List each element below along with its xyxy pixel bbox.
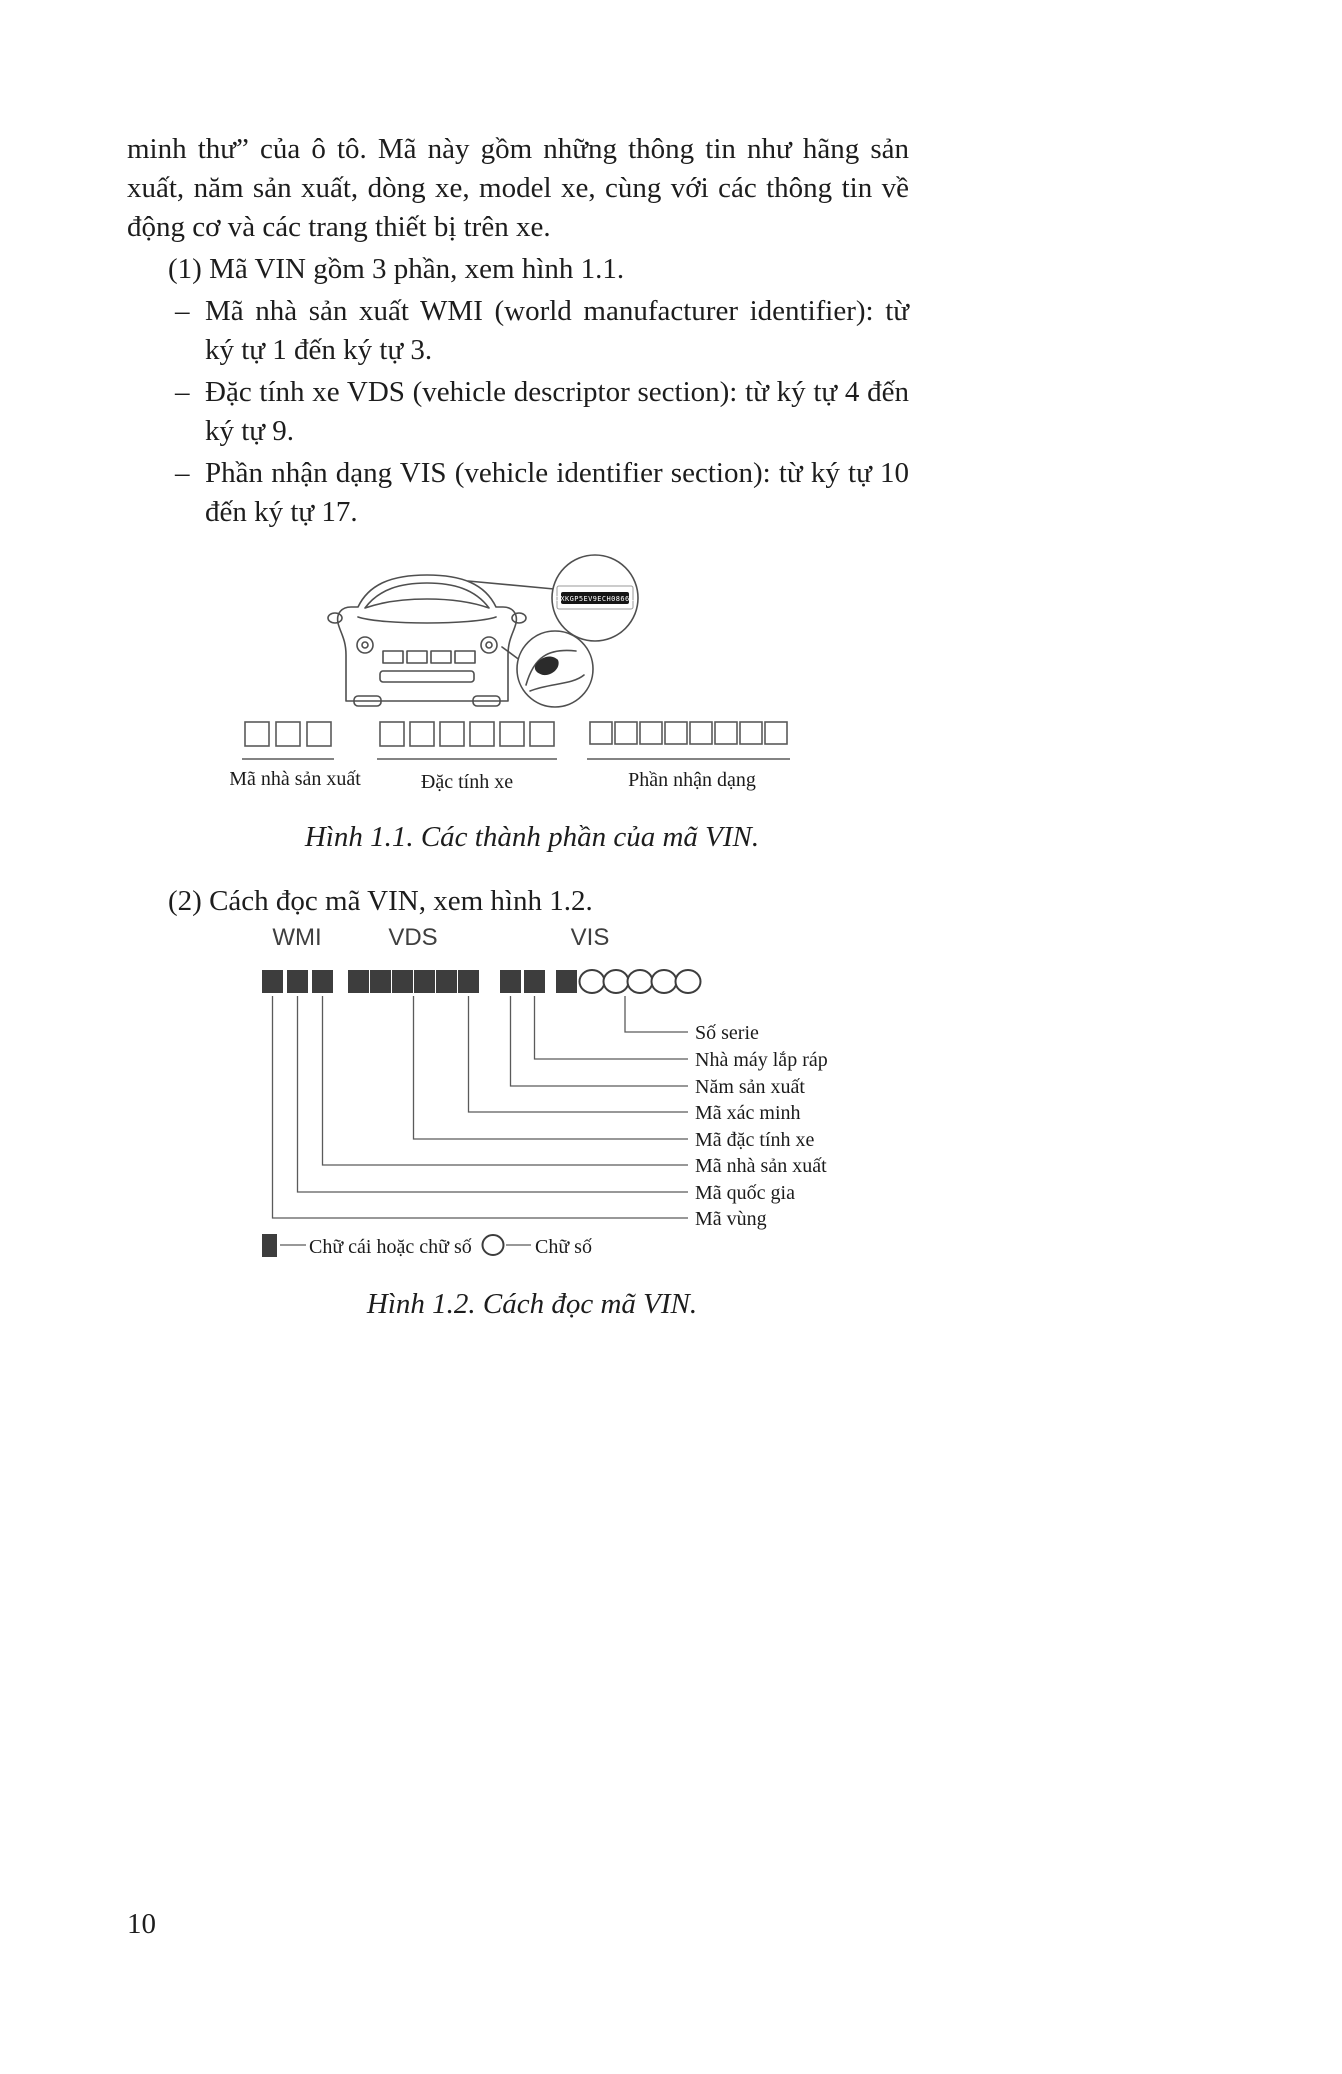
bullet-list: – Mã nhà sản xuất WMI (world manufacture… — [127, 292, 909, 535]
callout-year: Năm sản xuất — [695, 1076, 805, 1098]
vis-header: VIS — [571, 924, 610, 951]
vds-cells — [348, 970, 479, 993]
interior-magnifier — [516, 630, 594, 708]
grille-slat — [430, 650, 452, 664]
callout-line — [509, 996, 688, 1087]
headlight — [356, 636, 374, 654]
vis-cells — [500, 969, 702, 994]
headlight — [361, 641, 369, 649]
bullet-dash: – — [175, 376, 190, 408]
callout-line — [624, 996, 688, 1033]
leader-line — [467, 580, 555, 590]
callout-check: Mã xác minh — [695, 1102, 801, 1124]
wmi-box-group — [242, 721, 334, 760]
vds-header: VDS — [388, 924, 437, 951]
callout-line — [321, 996, 688, 1166]
numbered-item-1: (1) Mã VIN gồm 3 phần, xem hình 1.1. — [168, 253, 625, 285]
vin-plate — [561, 592, 629, 604]
figure2-caption: Hình 1.2. Cách đọc mã VIN. — [366, 1288, 698, 1320]
grille-slat — [406, 650, 428, 664]
figure1-caption: Hình 1.1. Các thành phần của mã VIN. — [304, 821, 760, 853]
vds-group-label: Đặc tính xe — [421, 771, 513, 793]
callout-line — [271, 996, 688, 1219]
callout-line — [533, 996, 688, 1060]
bullet-dash: – — [175, 457, 190, 489]
legend-circle-icon — [481, 1234, 505, 1256]
side-mirror — [511, 612, 527, 624]
headlight — [485, 641, 493, 649]
vis-group-label: Phần nhận dạng — [628, 769, 756, 791]
grille-slat — [382, 650, 404, 664]
wheel — [353, 695, 382, 707]
bullet-item-vds: – Đặc tính xe VDS (vehicle descriptor se… — [127, 373, 909, 451]
callout-region: Mã vùng — [695, 1208, 767, 1230]
bullet-dash: – — [175, 295, 190, 327]
grille-slat — [454, 650, 476, 664]
wmi-group-label: Mã nhà sản xuất — [230, 768, 361, 790]
callout-vds: Mã đặc tính xe — [695, 1129, 815, 1151]
page-number: 10 — [127, 1908, 156, 1940]
callout-manufacturer: Mã nhà sản xuất — [695, 1155, 827, 1177]
legend-circle-label: Chữ số — [535, 1236, 592, 1258]
bullet-text: Mã nhà sản xuất WMI (world manufacturer … — [205, 295, 909, 366]
vin-plate-text: 1XKGP5EV9ECH08661 — [556, 595, 634, 603]
callout-plant: Nhà máy lắp ráp — [695, 1049, 828, 1071]
bullet-text: Đặc tính xe VDS (vehicle descriptor sect… — [205, 376, 909, 447]
car-illustration: 1XKGP5EV9ECH08661 — [327, 554, 639, 708]
bullet-item-vis: – Phần nhận dạng VIS (vehicle identifier… — [127, 454, 909, 532]
figure-vin-reading: WMI VDS VIS Số serie Nhà máy lắp ráp Năm… — [262, 924, 828, 1258]
wheel — [472, 695, 501, 707]
vin-tag-mark — [534, 656, 559, 676]
callout-country: Mã quốc gia — [695, 1182, 795, 1204]
vin-plate-magnifier: 1XKGP5EV9ECH08661 — [551, 554, 639, 642]
legend-square-icon — [262, 1234, 277, 1257]
figure-vin-components: 1XKGP5EV9ECH08661 Mã nhà sản xuất Đặc tí… — [230, 554, 790, 793]
intro-paragraph: minh thư” của ô tô. Mã này gồm những thô… — [127, 133, 909, 243]
bullet-item-wmi: – Mã nhà sản xuất WMI (world manufacture… — [127, 292, 909, 370]
callout-line — [412, 996, 688, 1140]
wmi-header: WMI — [272, 924, 321, 951]
callout-serial: Số serie — [695, 1022, 759, 1044]
side-mirror — [327, 612, 343, 624]
callout-line — [467, 996, 688, 1113]
figure2-legend: Chữ cái hoặc chữ số Chữ số — [262, 1234, 592, 1258]
legend-square-label: Chữ cái hoặc chữ số — [309, 1236, 472, 1258]
callout-line — [296, 996, 688, 1193]
wmi-cells — [262, 970, 333, 993]
numbered-item-2: (2) Cách đọc mã VIN, xem hình 1.2. — [168, 885, 593, 917]
headlight — [480, 636, 498, 654]
vds-box-group — [377, 721, 557, 760]
bumper — [379, 670, 475, 683]
bullet-text: Phần nhận dạng VIS (vehicle identifier s… — [205, 457, 909, 528]
vis-box-group — [587, 721, 790, 760]
